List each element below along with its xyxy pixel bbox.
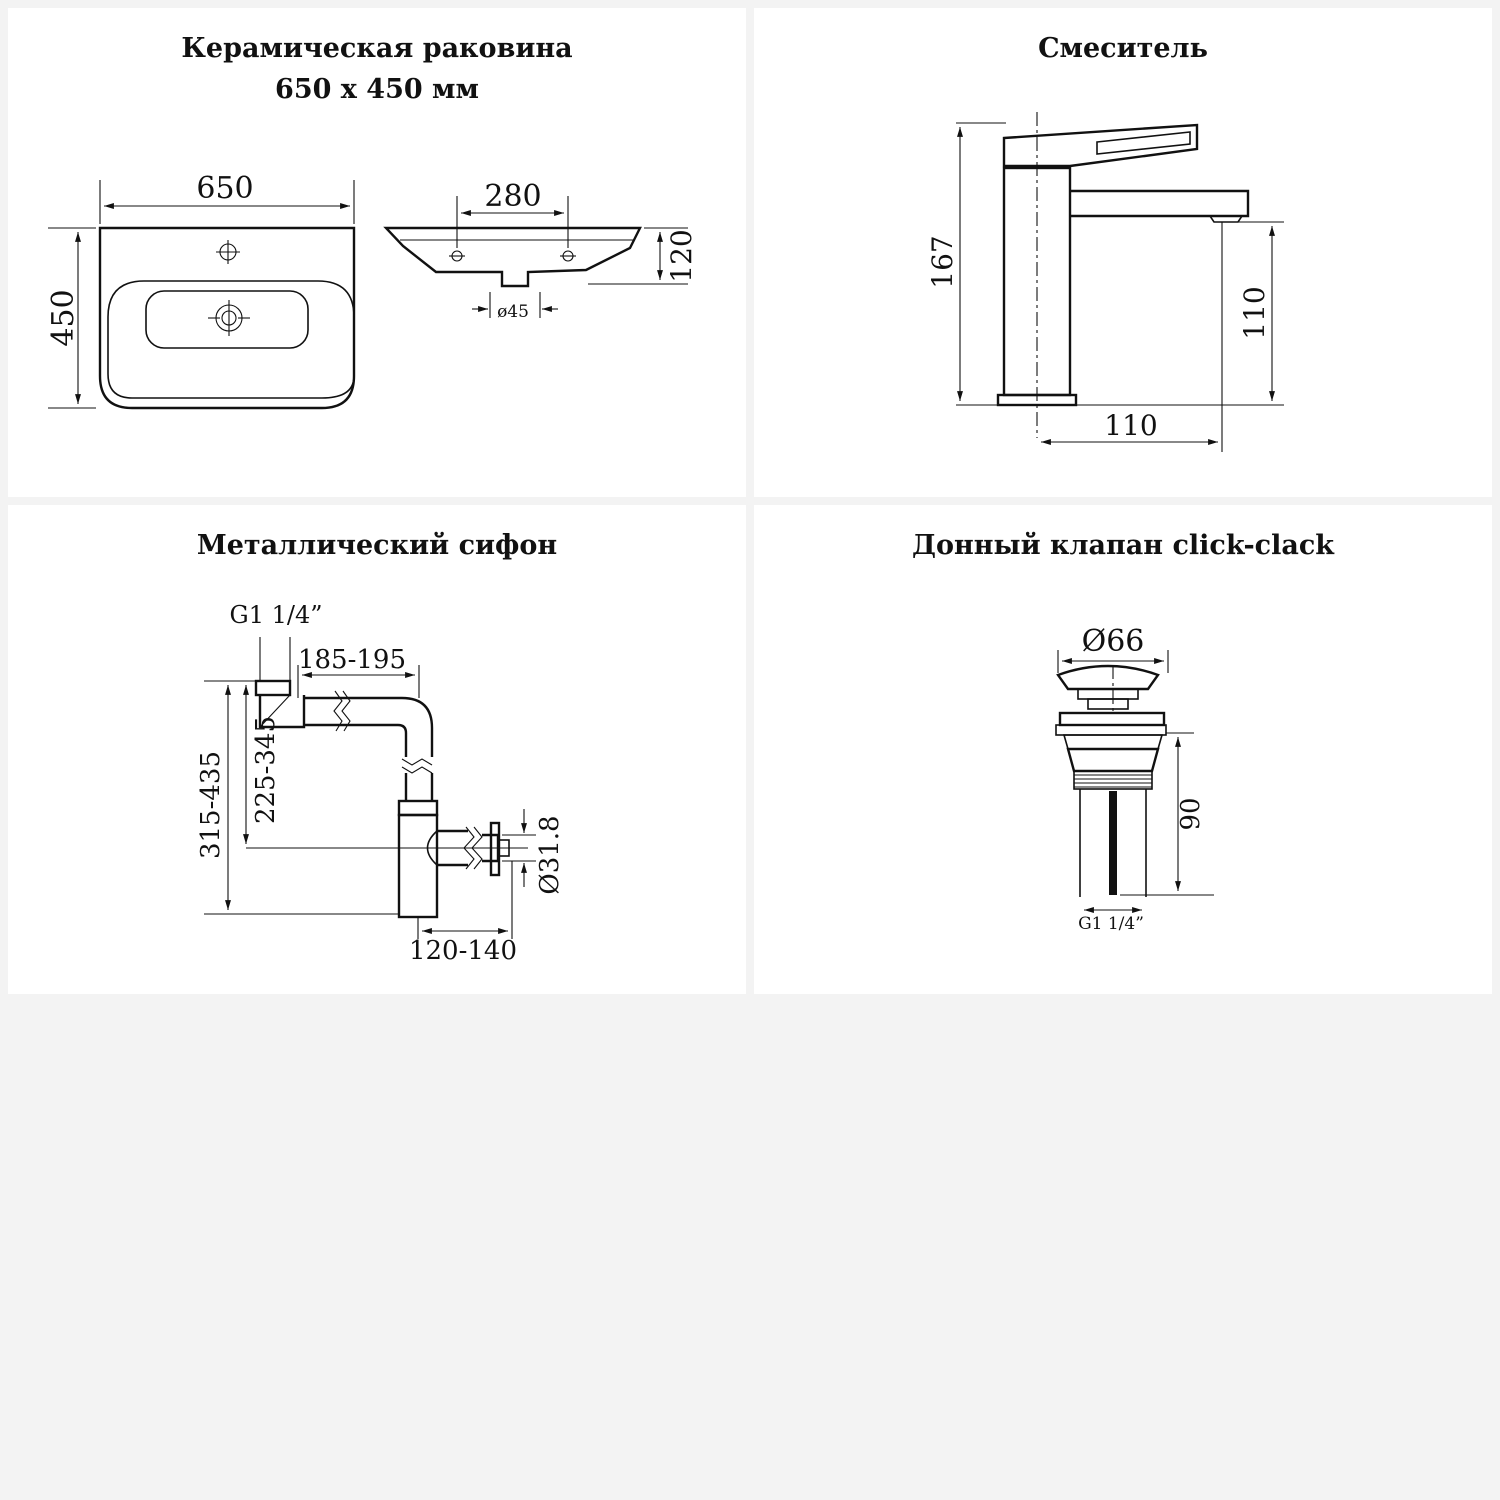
drain-rod: [1109, 791, 1117, 895]
faucet-drawing: 167 110 110: [926, 112, 1284, 452]
faucet-title-text: Смеситель: [1038, 33, 1208, 64]
dim-185-195-label: 185-195: [298, 645, 406, 675]
sink-bowl-inner: [145, 290, 309, 349]
dim-d66-label: Ø66: [1082, 624, 1145, 659]
drain-thread: [1073, 770, 1153, 790]
dim-110-horizontal-label: 110: [1104, 409, 1157, 442]
sink-drawing: 650 450 280 120 ø45: [46, 171, 698, 410]
sink-title-line1: Керамическая раковина: [181, 33, 573, 64]
sink-bowl-outer: [107, 280, 355, 399]
drain-body: [1066, 747, 1160, 773]
siphon-inlet-nut: [254, 679, 292, 697]
dim-120-label: 120: [665, 229, 698, 282]
sink-title-line2: 650 х 450 мм: [275, 74, 479, 105]
siphon-horizontal-pipe: [304, 696, 434, 757]
dim-g114-label: G1 1/4”: [230, 601, 323, 629]
drain-panel: Донный клапан click-clack: [754, 505, 1492, 994]
dim-450-label: 450: [46, 289, 81, 346]
siphon-bottle: [397, 813, 439, 919]
dim-120-140-label: 120-140: [409, 936, 517, 966]
faucet-lever: [1002, 123, 1199, 168]
dim-280-label: 280: [484, 179, 541, 214]
dim-315-435-label: 315-435: [196, 751, 226, 859]
sink-top-outline: [98, 226, 356, 410]
sink-panel: Керамическая раковина 650 х 450 мм 650 4…: [8, 8, 746, 497]
dim-d45-label: ø45: [497, 302, 529, 322]
thread-lines: [1074, 774, 1152, 788]
dim-90-label: 90: [1176, 797, 1206, 830]
dim-110-vertical-label: 110: [1238, 286, 1271, 339]
siphon-title: Металлический сифон: [8, 525, 746, 566]
siphon-title-text: Металлический сифон: [196, 530, 558, 561]
sink-side-outline: [383, 226, 642, 288]
dim-g114-drain-label: G1 1/4”: [1078, 914, 1144, 934]
drain-title: Донный клапан click-clack: [754, 525, 1492, 566]
drain-title-text: Донный клапан click-clack: [911, 530, 1335, 561]
siphon-drawing: G1 1/4” 185-195 315-435 225-345 Ø31.8 12…: [196, 601, 565, 966]
drain-cap: [1056, 664, 1160, 691]
drain-drawing: Ø66 90 G1 1/4”: [1055, 624, 1214, 934]
dim-650-label: 650: [196, 171, 253, 206]
dim-225-345-label: 225-345: [251, 716, 281, 824]
dim-167-label: 167: [926, 235, 959, 288]
faucet-spout: [1070, 189, 1250, 218]
siphon-panel: Металлический сифон: [8, 505, 746, 994]
drain-flange: [1058, 711, 1166, 727]
faucet-panel: Смеситель 167 110 110: [754, 8, 1492, 497]
dim-d31-8-label: Ø31.8: [535, 815, 565, 894]
sink-title: Керамическая раковина 650 х 450 мм: [8, 28, 746, 110]
faucet-title: Смеситель: [754, 28, 1492, 69]
siphon-bottle-nut: [397, 799, 439, 817]
